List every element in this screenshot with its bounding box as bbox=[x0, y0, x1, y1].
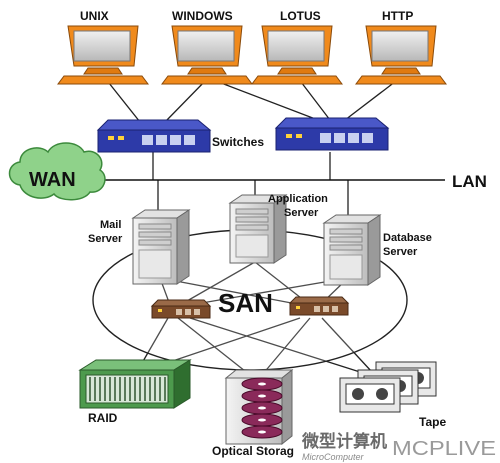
application-server-label-line2: Server bbox=[284, 207, 319, 219]
mail-server-label-line2: Server bbox=[88, 233, 123, 245]
tape-label: Tape bbox=[419, 415, 446, 429]
database-server-label-line2: Server bbox=[383, 246, 418, 258]
terminal-label-unix: UNIX bbox=[80, 9, 109, 23]
switches-label: Switches bbox=[212, 135, 264, 149]
application-server bbox=[228, 194, 288, 264]
tape-storage bbox=[339, 361, 437, 413]
wan-label: WAN bbox=[29, 169, 76, 191]
mail-server-label-line1: Mail bbox=[100, 219, 121, 231]
watermark: 微型计算机 MicroComputer MCPLIVE bbox=[301, 431, 496, 462]
terminal-windows bbox=[161, 25, 253, 85]
watermark-en: MicroComputer bbox=[302, 452, 365, 462]
terminal-http bbox=[355, 25, 447, 85]
raid-storage bbox=[78, 359, 192, 409]
database-server bbox=[322, 214, 382, 286]
terminal-lotus bbox=[251, 25, 343, 85]
mail-server bbox=[131, 209, 191, 285]
terminal-unix bbox=[57, 25, 149, 85]
lan-switch-left bbox=[96, 119, 212, 153]
lan-label: LAN bbox=[452, 172, 487, 191]
terminal-label-windows: WINDOWS bbox=[172, 9, 233, 23]
watermark-brand: MCPLIVE bbox=[392, 438, 496, 460]
watermark-cn: 微型计算机 bbox=[301, 431, 387, 452]
san-switch-right bbox=[288, 296, 350, 316]
optical-storage bbox=[224, 368, 294, 446]
wan-cloud: WAN bbox=[8, 142, 106, 201]
raid-label: RAID bbox=[88, 411, 118, 425]
terminal-label-http: HTTP bbox=[382, 9, 413, 23]
database-server-label-line1: Database bbox=[383, 232, 432, 244]
optical-storage-label: Optical Storag bbox=[212, 444, 294, 458]
san-switch-left bbox=[150, 299, 212, 319]
terminal-label-lotus: LOTUS bbox=[280, 9, 321, 23]
application-server-label-line1: Application bbox=[268, 193, 328, 205]
lan-switch-right bbox=[274, 117, 390, 151]
san-label: SAN bbox=[218, 288, 273, 318]
